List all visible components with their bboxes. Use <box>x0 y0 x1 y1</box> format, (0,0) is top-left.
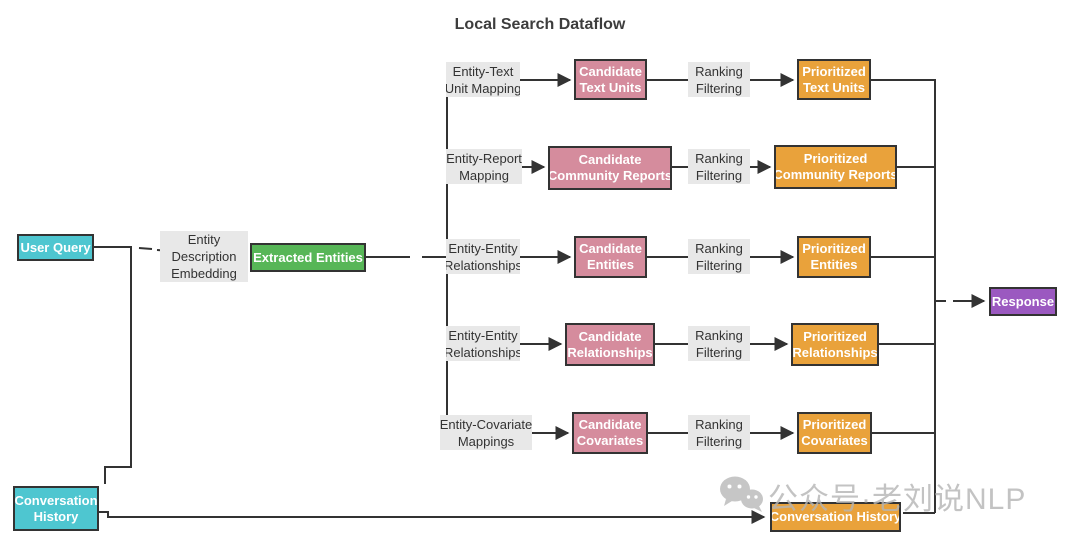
edge-label-line: Mapping <box>459 167 509 183</box>
node-prioritized-community-reports: Prioritized Community Reports <box>774 145 897 189</box>
edge-label-line: Relationships <box>446 257 520 273</box>
node-label: Candidate <box>579 241 642 256</box>
node-candidate-community-reports: Candidate Community Reports <box>548 146 672 190</box>
node-label: Entities <box>587 257 634 272</box>
edge-label-ranking-filtering-5: Ranking Filtering <box>688 415 750 450</box>
node-user-query: User Query <box>17 234 94 261</box>
node-label: Text Units <box>803 79 865 95</box>
node-label: Conversation <box>14 492 98 508</box>
node-label: Prioritized <box>802 63 866 79</box>
node-candidate-relationships: Candidate Relationships <box>565 323 655 366</box>
node-label: Conversation History <box>770 509 901 524</box>
edge-label-line: Ranking <box>695 416 743 432</box>
node-label: Prioritized <box>802 241 866 256</box>
edge-label-entity-entity-relationships-2: Entity-Entity Relationships <box>446 326 520 361</box>
node-label: Covariates <box>801 433 868 448</box>
node-label: Candidate <box>578 152 642 167</box>
node-label: Entities <box>810 257 858 272</box>
node-candidate-text-units: Candidate Text Units <box>574 59 647 100</box>
edge-label-line: Embedding <box>171 266 237 281</box>
edge-label-line: Entity-Entity <box>448 240 518 256</box>
node-label: Relationships <box>567 344 653 360</box>
node-prioritized-entities: Prioritized Entities <box>797 236 871 278</box>
edge-label-line: Entity-Covariate <box>440 416 532 432</box>
node-candidate-entities: Candidate Entities <box>574 236 647 278</box>
node-label: Relationships <box>792 344 878 360</box>
node-conversation-history-result: Conversation History <box>770 502 901 532</box>
node-label: Response <box>991 293 1055 309</box>
node-label: Candidate <box>579 63 642 79</box>
edge-label-line: Entity-Text <box>452 63 514 79</box>
node-extracted-entities: Extracted Entities <box>250 243 366 272</box>
node-conversation-history: Conversation History <box>13 486 99 531</box>
node-prioritized-relationships: Prioritized Relationships <box>791 323 879 366</box>
edge-label-ranking-filtering-1: Ranking Filtering <box>688 62 750 97</box>
node-label: History <box>33 508 79 524</box>
edge-label-line: Description <box>171 249 237 264</box>
edge-label-line: Relationships <box>446 344 520 360</box>
node-label: Candidate <box>578 417 642 432</box>
edge-label-entity-covariate-mappings: Entity-Covariate Mappings <box>440 415 532 450</box>
node-candidate-covariates: Candidate Covariates <box>572 412 648 454</box>
edge-convhistory-result <box>98 510 766 524</box>
edge-label-entity-report-mapping: Entity-Report Mapping <box>446 149 522 184</box>
node-label: Community Reports <box>548 168 672 183</box>
node-label: User Query <box>20 239 91 255</box>
edge-label-ranking-filtering-4: Ranking Filtering <box>688 326 750 361</box>
node-label: Prioritized <box>802 417 867 432</box>
edge-label-line: Unit Mapping <box>446 80 520 96</box>
edge-label-line: Filtering <box>695 80 743 96</box>
node-prioritized-text-units: Prioritized Text Units <box>797 59 871 100</box>
node-label: Candidate <box>578 328 642 344</box>
node-label: Prioritized <box>803 151 868 166</box>
edge-label-ranking-filtering-3: Ranking Filtering <box>688 239 750 274</box>
edge-label-ranking-filtering-2: Ranking Filtering <box>688 149 750 184</box>
edge-label-entity-entity-relationships-1: Entity-Entity Relationships <box>446 239 520 274</box>
diagram-title: Local Search Dataflow <box>454 16 626 33</box>
edge-label-line: Ranking <box>695 63 743 79</box>
node-label: Community Reports <box>774 167 897 182</box>
edge-label-line: Entity <box>187 232 221 247</box>
edge-label-line: Mappings <box>457 433 515 449</box>
node-label: Extracted Entities <box>253 249 363 265</box>
edge-label-entity-description-embedding: Entity Description Embedding <box>160 231 248 282</box>
edge-label-line: Filtering <box>695 433 743 449</box>
node-response: Response <box>989 287 1057 316</box>
node-label: Prioritized <box>803 328 867 344</box>
node-prioritized-covariates: Prioritized Covariates <box>797 412 872 454</box>
edge-label-line: Entity-Entity <box>448 327 518 343</box>
edge-dash <box>138 247 153 250</box>
edge-label-line: Ranking <box>695 240 743 256</box>
edge-label-line: Filtering <box>695 257 743 273</box>
edge-label-line: Ranking <box>695 150 743 166</box>
edge-label-entity-text-unit-mapping: Entity-Text Unit Mapping <box>446 62 520 97</box>
edge-label-line: Ranking <box>695 327 743 343</box>
node-label: Covariates <box>576 433 644 448</box>
edge-label-line: Entity-Report <box>446 150 522 166</box>
edge-label-line: Filtering <box>695 344 743 360</box>
edge-label-line: Filtering <box>695 167 743 183</box>
edge-userquery-convhistory <box>93 246 132 484</box>
node-label: Text Units <box>579 79 642 95</box>
